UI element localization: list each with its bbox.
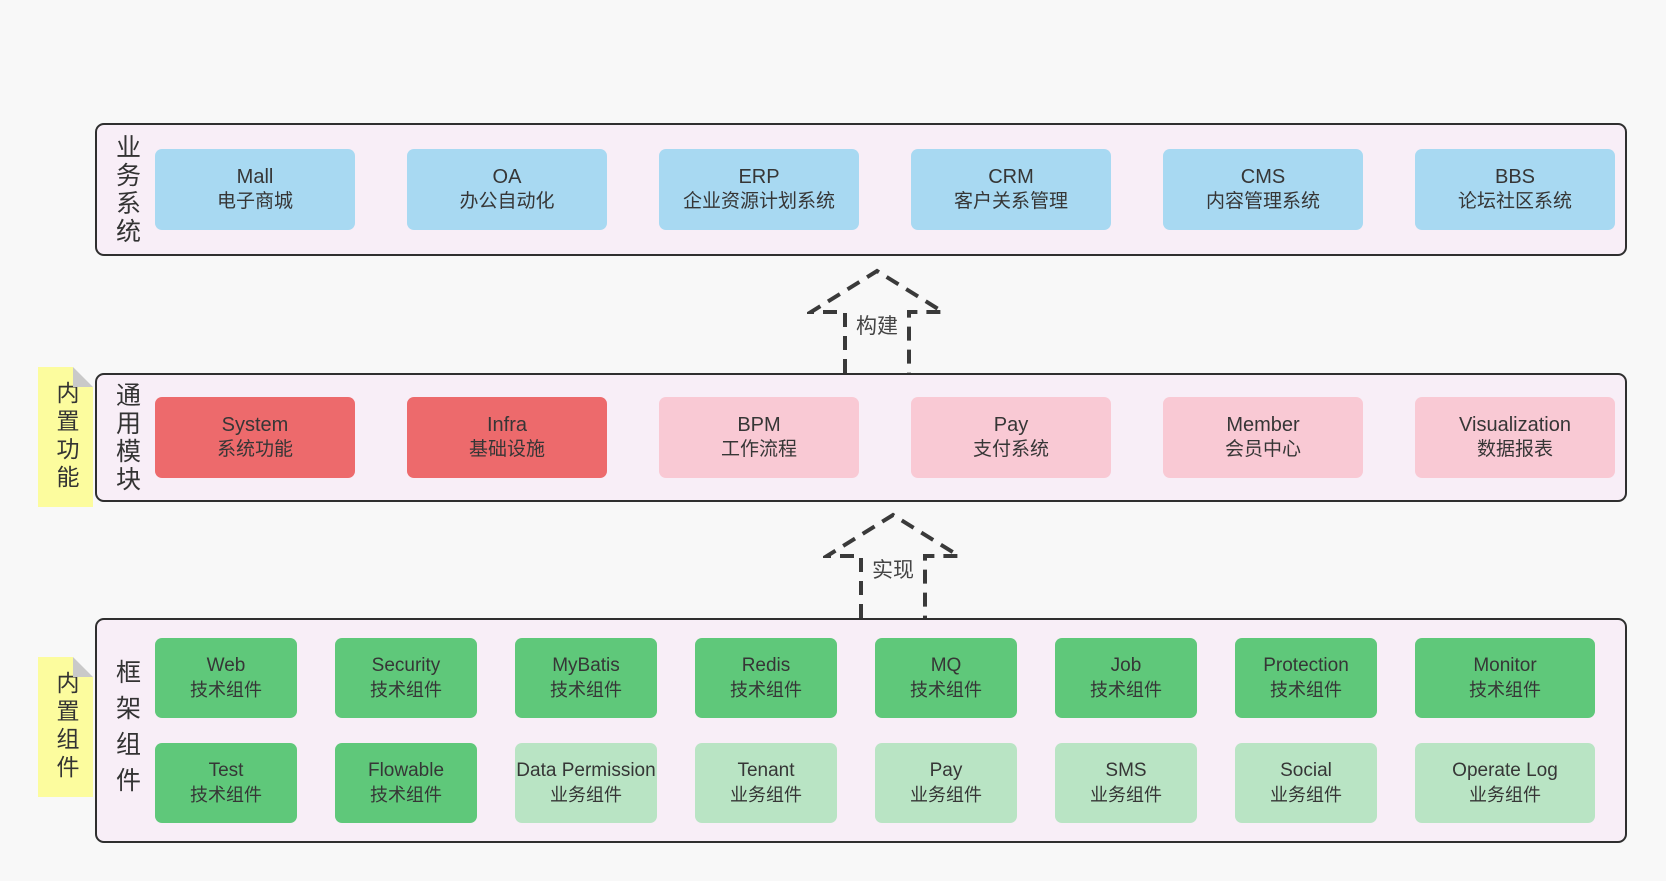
sticky-note-built-in-components: 内置组件: [38, 657, 93, 797]
implement-arrow-label: 实现: [869, 554, 917, 584]
box-security: Security 技术组件: [335, 638, 477, 718]
framework-components-layer: 框架组件 Web 技术组件 Security 技术组件 MyBatis 技术组件…: [95, 618, 1627, 843]
box-social: Social 业务组件: [1235, 743, 1377, 823]
framework-row-2: Test 技术组件 Flowable 技术组件 Data Permission …: [155, 743, 1625, 823]
box-flowable: Flowable 技术组件: [335, 743, 477, 823]
box-protection: Protection 技术组件: [1235, 638, 1377, 718]
box-pay-module: Pay 支付系统: [911, 397, 1111, 478]
box-job: Job 技术组件: [1055, 638, 1197, 718]
box-test: Test 技术组件: [155, 743, 297, 823]
layer-label-business-systems: 业务系统: [112, 133, 141, 246]
box-cms: CMS 内容管理系统: [1163, 149, 1363, 230]
layer-label-framework-components: 框架组件: [112, 658, 141, 803]
box-erp: ERP 企业资源计划系统: [659, 149, 859, 230]
box-mq: MQ 技术组件: [875, 638, 1017, 718]
box-operate-log: Operate Log 业务组件: [1415, 743, 1595, 823]
box-data-permission: Data Permission 业务组件: [515, 743, 657, 823]
framework-boxes-grid: Web 技术组件 Security 技术组件 MyBatis 技术组件 Redi…: [155, 620, 1625, 841]
box-mybatis: MyBatis 技术组件: [515, 638, 657, 718]
dashed-up-arrow-icon: [823, 512, 963, 618]
module-boxes-row: System 系统功能 Infra 基础设施 BPM 工作流程 Pay 支付系统…: [155, 375, 1625, 500]
build-arrow-label: 构建: [853, 310, 901, 340]
sticky-note-built-in-features: 内置功能: [38, 367, 93, 507]
box-bpm: BPM 工作流程: [659, 397, 859, 478]
box-system: System 系统功能: [155, 397, 355, 478]
layer-label-common-modules: 通用模块: [112, 381, 141, 494]
implement-arrow-icon: 实现: [823, 512, 963, 618]
box-tenant: Tenant 业务组件: [695, 743, 837, 823]
box-member: Member 会员中心: [1163, 397, 1363, 478]
box-oa: OA 办公自动化: [407, 149, 607, 230]
box-visualization: Visualization 数据报表: [1415, 397, 1615, 478]
box-mall: Mall 电子商城: [155, 149, 355, 230]
box-monitor: Monitor 技术组件: [1415, 638, 1595, 718]
business-boxes-row: Mall 电子商城 OA 办公自动化 ERP 企业资源计划系统 CRM 客户关系…: [155, 125, 1625, 254]
box-web: Web 技术组件: [155, 638, 297, 718]
framework-row-1: Web 技术组件 Security 技术组件 MyBatis 技术组件 Redi…: [155, 638, 1625, 718]
box-crm: CRM 客户关系管理: [911, 149, 1111, 230]
dashed-up-arrow-icon: [807, 268, 947, 373]
box-infra: Infra 基础设施: [407, 397, 607, 478]
box-sms: SMS 业务组件: [1055, 743, 1197, 823]
box-pay-component: Pay 业务组件: [875, 743, 1017, 823]
box-redis: Redis 技术组件: [695, 638, 837, 718]
box-bbs: BBS 论坛社区系统: [1415, 149, 1615, 230]
common-modules-layer: 通用模块 System 系统功能 Infra 基础设施 BPM 工作流程 Pay…: [95, 373, 1627, 502]
business-systems-layer: 业务系统 Mall 电子商城 OA 办公自动化 ERP 企业资源计划系统 CRM…: [95, 123, 1627, 256]
build-arrow-icon: 构建: [807, 268, 947, 373]
